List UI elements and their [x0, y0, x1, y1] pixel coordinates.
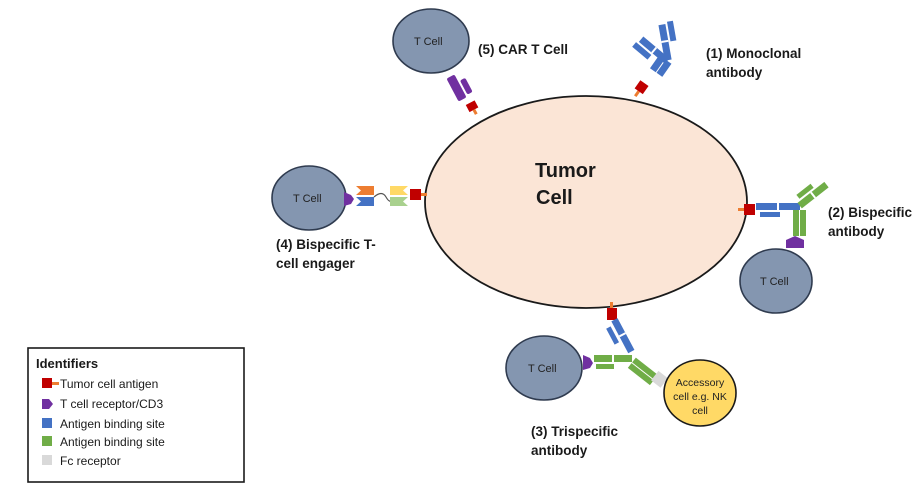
bite-molecule-icon	[356, 186, 408, 206]
bispecific-antibody-icon	[756, 181, 829, 236]
legend-item-fc-receptor: Fc receptor	[42, 454, 121, 468]
legend-item-green-binding: Antigen binding site	[42, 435, 165, 449]
bispecific-receptor-icon	[786, 236, 804, 248]
legend-item-tumor-antigen: Tumor cell antigen	[42, 377, 158, 391]
blue-square-icon	[42, 418, 52, 428]
accessory-cell-line3: cell	[692, 405, 708, 417]
grey-square-icon	[42, 455, 52, 465]
trispecific-antibody-group: T Cell Accessory cell e.g. NK cell (3) T…	[505, 302, 737, 458]
trispecific-receptor-icon	[583, 355, 593, 370]
t-cell-trispecific-label: T Cell	[528, 363, 557, 375]
legend-item-label: Antigen binding site	[60, 435, 165, 449]
legend-item-label: Tumor cell antigen	[60, 377, 158, 391]
tumor-antigen-icon	[465, 100, 479, 115]
accessory-cell-line1: Accessory	[676, 377, 725, 389]
tumor-cell: Tumor Cell	[424, 95, 748, 309]
t-cell-bite-label: T Cell	[293, 193, 322, 205]
monoclonal-label-line1: (1) Monoclonal	[706, 46, 801, 61]
legend-item-blue-binding: Antigen binding site	[42, 417, 165, 431]
bispecific-antibody-group: T Cell (2) Bispecific antibody	[738, 181, 913, 314]
bite-group: T Cell (4) Bispecific T- cell engager	[271, 165, 427, 271]
t-cell-bispecific-label: T Cell	[760, 276, 789, 288]
t-cell-bispecific	[739, 248, 813, 314]
monoclonal-antibody-group: (1) Monoclonal antibody	[632, 20, 801, 98]
legend-item-t-cell-receptor: T cell receptor/CD3	[42, 397, 163, 411]
tumor-label-line2: Cell	[536, 187, 573, 209]
accessory-cell	[663, 359, 737, 427]
trispecific-label-line1: (3) Trispecific	[531, 424, 619, 439]
bispecific-label-line1: (2) Bispecific	[828, 205, 913, 220]
monoclonal-antigen-icon	[634, 80, 649, 98]
t-cell-receptor-icon	[42, 399, 53, 409]
fc-receptor-icon	[651, 370, 668, 388]
t-cell-trispecific	[505, 335, 583, 401]
legend: Identifiers Tumor cell antigen T cell re…	[27, 347, 245, 483]
trispecific-antibody-icon	[594, 318, 668, 388]
green-square-icon	[42, 436, 52, 446]
tumor-label-line1: Tumor	[535, 160, 596, 182]
monoclonal-antibody-icon	[632, 20, 677, 77]
legend-item-label: Antigen binding site	[60, 417, 165, 431]
car-receptor-icon	[447, 75, 473, 101]
car-t-cell-group: T Cell (5) CAR T Cell	[392, 8, 568, 115]
accessory-cell-line2: cell e.g. NK	[673, 391, 727, 403]
bispecific-label-line2: antibody	[828, 224, 885, 239]
bite-antigen-icon	[410, 189, 427, 200]
monoclonal-label-line2: antibody	[706, 65, 763, 80]
tumor-antigen-icon	[42, 378, 52, 388]
trispecific-label-line2: antibody	[531, 443, 588, 458]
t-cell-car-label: T Cell	[414, 36, 443, 48]
bite-label-line2: cell engager	[276, 256, 356, 271]
t-cell-car	[392, 8, 470, 74]
legend-item-label: T cell receptor/CD3	[60, 397, 163, 411]
legend-item-label: Fc receptor	[60, 454, 121, 468]
bite-label-line1: (4) Bispecific T-	[276, 237, 376, 252]
legend-title: Identifiers	[36, 356, 98, 371]
bite-receptor-icon	[344, 192, 354, 206]
car-t-label: (5) CAR T Cell	[478, 42, 568, 57]
bispecific-antigen-icon	[738, 204, 755, 215]
trispecific-antigen-icon	[607, 302, 617, 320]
